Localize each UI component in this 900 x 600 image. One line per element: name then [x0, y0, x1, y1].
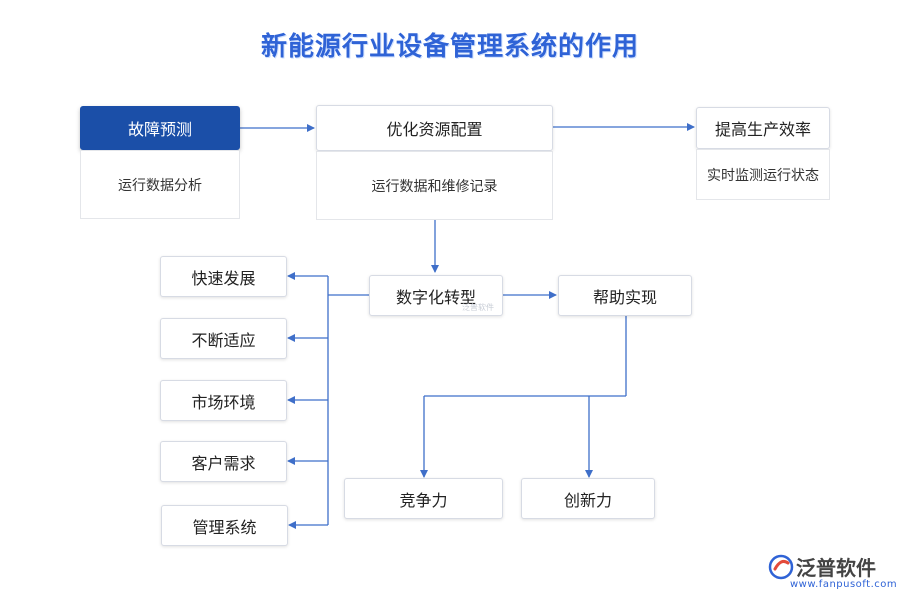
node-competitiveness-label: 竞争力 [399, 490, 448, 510]
node-continuous-adaptation-label: 不断适应 [191, 330, 256, 350]
node-resource-optimization-desc-text: 运行数据和维修记录 [371, 178, 498, 195]
node-resource-optimization-desc: 运行数据和维修记录 [316, 151, 553, 220]
node-innovation: 创新力 [521, 478, 655, 519]
node-efficiency: 提高生产效率 [696, 107, 830, 149]
node-fault-prediction-desc: 运行数据分析 [80, 150, 240, 219]
logo-brand-text: 泛普软件 [796, 556, 876, 580]
brand-logo: 泛普软件 www.fanpusoft.com [768, 552, 897, 592]
node-fault-prediction-label: 故障预测 [127, 120, 192, 139]
node-efficiency-desc-text: 实时监测运行状态 [707, 167, 819, 184]
node-efficiency-label: 提高生产效率 [714, 120, 811, 139]
node-management-system: 管理系统 [161, 505, 288, 546]
node-continuous-adaptation: 不断适应 [160, 318, 287, 359]
fanpu-logo-icon [768, 554, 794, 580]
node-fault-prediction-desc-text: 运行数据分析 [118, 177, 202, 194]
node-resource-optimization-label: 优化资源配置 [386, 120, 483, 139]
watermark: 泛普软件 [462, 303, 494, 312]
node-digital-transformation: 数字化转型 [369, 275, 503, 316]
node-fault-prediction: 故障预测 [80, 106, 240, 150]
page-title: 新能源行业设备管理系统的作用 [260, 32, 639, 62]
node-help-achieve: 帮助实现 [558, 275, 692, 316]
node-efficiency-desc: 实时监测运行状态 [696, 149, 830, 200]
node-digital-transformation-label: 数字化转型 [395, 287, 476, 307]
node-customer-demand: 客户需求 [160, 441, 287, 482]
logo-url-text: www.fanpusoft.com [790, 579, 898, 590]
node-rapid-development-label: 快速发展 [191, 268, 256, 288]
node-market-environment-label: 市场环境 [191, 392, 256, 412]
node-competitiveness: 竞争力 [344, 478, 503, 519]
node-rapid-development: 快速发展 [160, 256, 287, 297]
node-innovation-label: 创新力 [563, 490, 612, 510]
node-customer-demand-label: 客户需求 [191, 453, 256, 473]
node-management-system-label: 管理系统 [192, 517, 257, 537]
node-market-environment: 市场环境 [160, 380, 287, 421]
node-help-achieve-label: 帮助实现 [592, 287, 657, 307]
node-resource-optimization: 优化资源配置 [316, 105, 553, 151]
